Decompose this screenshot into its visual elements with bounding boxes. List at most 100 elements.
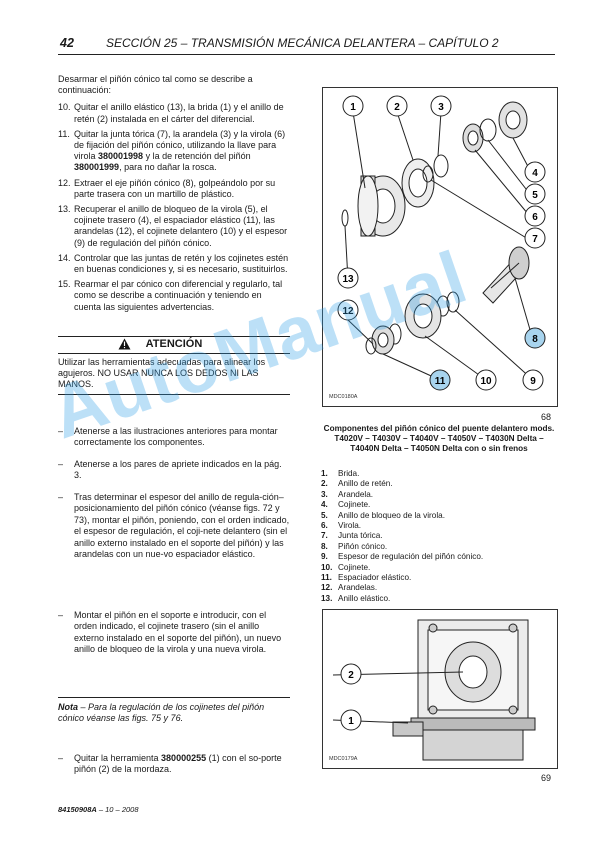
step-text: Recuperar el anillo de bloqueo de la vir… [74,204,288,248]
callout-2: 2 [386,95,408,117]
legend-label: Anillo de retén. [338,479,393,489]
step-text: Quitar la junta tórica (7), la arandela … [74,129,290,174]
legend-item: 10. Cojinete. [321,563,561,573]
pinion-support-drawing: 2 1 [332,619,536,761]
legend-number: 4. [321,500,328,510]
legend-item: 1.Brida. [321,469,561,479]
legend-number: 3. [321,489,328,499]
step-15: 15. Rearmar el par cónico con diferencia… [58,279,290,313]
exploded-view-drawing: 1 2 3 4 5 6 7 8 9 10 11 12 13 [337,95,546,391]
step-text-part: , para no dañar la rosca. [119,162,217,173]
note-box: Nota – Para la regulación de los cojinet… [58,697,290,725]
legend-item: 2. Anillo de retén. [321,479,561,489]
callout-1: 1 [340,709,362,731]
callout-5: 5 [524,183,546,205]
callout-1: 1 [342,95,364,117]
legend-item: 12.Arandelas. [321,583,561,593]
legend-label: Arandelas. [338,583,378,593]
assembly-note-4: – Montar el piñón en el soporte e introd… [58,610,290,656]
section-title: SECCIÓN 25 – TRANSMISIÓN MECÁNICA DELANT… [106,36,499,50]
legend-number: 10. [321,562,333,572]
legend-number: 7. [321,531,328,541]
note-text: – Para la regulación de los cojinetes de… [58,702,265,724]
callout-3: 3 [430,95,452,117]
callout-number: 10 [480,376,492,387]
page-footer: 84150908A – 10 – 2008 [58,805,139,814]
legend-label: Brida. [338,469,360,478]
document-code: 84150908A [58,805,97,814]
step-number: 13. [58,204,71,215]
callout-11: 11 [429,369,451,391]
dash-bullet: – [58,492,64,502]
callout-number: 7 [532,234,538,245]
figure-number: 68 [541,412,552,422]
legend-label: Cojinete. [338,562,371,572]
callout-number: 1 [348,716,354,727]
callout-8: 8 [524,327,546,349]
callout-13: 13 [337,267,359,289]
tool-code: 380000255 [161,753,207,763]
legend-label: Anillo elástico. [338,593,391,603]
legend-item: 11. Espaciador elástico. [321,573,561,583]
callout-2: 2 [340,663,362,685]
page-header: 42 SECCIÓN 25 – TRANSMISIÓN MECÁNICA DEL… [58,36,555,55]
dash-bullet: – [58,753,64,763]
step-number: 12. [58,177,71,188]
tool-code: 380001998 [98,151,144,162]
step-number: 15. [58,279,71,290]
note-text-part: Quitar la herramienta [74,753,162,763]
legend-item: 3.Arandela. [321,490,561,500]
legend-item: 8.Piñón cónico. [321,542,561,552]
dash-bullet: – [58,459,64,469]
intro-text: Desarmar el piñón cónico tal como se des… [58,74,253,96]
document-date: – 10 – 2008 [96,805,139,814]
step-11: 11. Quitar la junta tórica (7), la arand… [58,129,290,174]
parts-legend: 1.Brida. 2.Anillo de retén. 3.Arandela. … [321,469,561,604]
legend-item: 5.Anillo de bloqueo de la virola. [321,511,561,521]
legend-number: 9. [321,552,328,562]
callout-number: 3 [438,102,444,113]
page-number: 42 [60,36,74,50]
legend-label: Cojinete. [338,500,371,510]
legend-item: 7.Junta tórica. [321,531,561,541]
callout-number: 11 [435,376,446,387]
legend-label: Anillo de bloqueo de la virola. [338,510,445,520]
figure-exploded-pinion: 1 2 3 4 5 6 7 8 9 10 11 12 13 MDC0180A [322,87,558,407]
legend-number: 13. [321,593,333,603]
callout-4: 4 [524,161,546,183]
step-14: 14. Controlar que las juntas de retén y … [58,253,290,275]
callout-number: 2 [348,670,354,681]
callout-number: 5 [532,190,538,201]
legend-number: 11. [321,573,332,583]
legend-item: 6.Virola. [321,521,561,531]
figure-code: MDC0180A [329,394,358,400]
step-text-part: Quitar la junta tórica (7), la arandela … [74,128,286,162]
dash-bullet: – [58,610,64,620]
callout-number: 1 [350,102,356,113]
assembly-note-3: – Tras determinar el espesor del anillo … [58,492,290,560]
warning-box: ATENCIÓN Utilizar las herramientas adecu… [58,336,290,395]
step-text: Quitar el anillo elástico (13), la brida… [74,102,284,124]
assembly-note-text: Montar el piñón en el soporte e introduc… [74,610,282,655]
callout-6: 6 [524,205,546,227]
callout-number: 4 [532,168,538,179]
note-label: Nota [58,702,78,712]
figure-caption: Componentes del piñón cónico del puente … [323,424,555,454]
instructions-column: Desarmar el piñón cónico tal como se des… [58,74,290,317]
callout-number: 13 [342,274,354,285]
step-13: 13. Recuperar el anillo de bloqueo de la… [58,204,290,249]
callout-7: 7 [524,227,546,249]
legend-item: 13. Anillo elástico. [321,594,561,604]
assembly-note-2: – Atenerse a los pares de apriete indica… [58,459,290,482]
legend-number: 2. [321,479,328,489]
legend-number: 6. [321,521,328,531]
tool-code: 380001999 [74,162,120,173]
figure-code: MDC0179A [329,756,358,762]
callout-9: 9 [522,369,544,391]
callout-number: 8 [532,334,538,345]
warning-triangle-icon [118,338,131,350]
figure-number: 69 [541,773,552,783]
legend-label: Espaciador elástico. [338,573,412,583]
legend-item: 9.Espesor de regulación del piñón cónico… [321,552,561,562]
callout-number: 6 [532,212,538,223]
